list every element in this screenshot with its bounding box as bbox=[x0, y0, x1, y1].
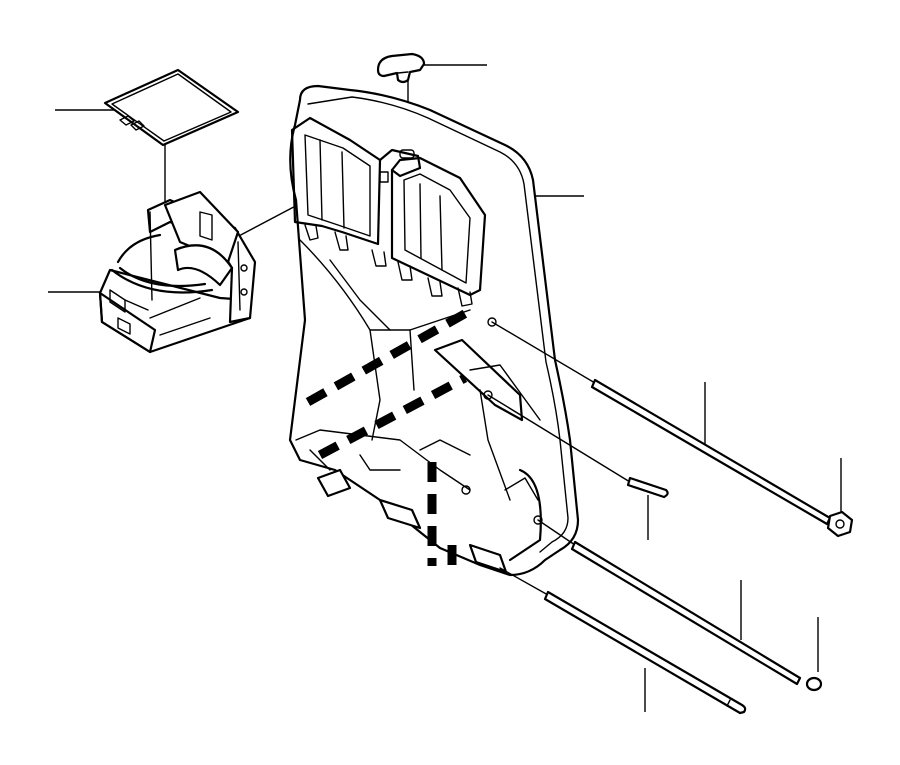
assembly-dashes bbox=[305, 308, 471, 572]
cup-holder bbox=[98, 190, 257, 354]
hardware bbox=[487, 321, 854, 715]
rod-lower bbox=[499, 567, 747, 715]
cap bbox=[805, 676, 823, 692]
rod-middle bbox=[537, 519, 802, 686]
rod-upper bbox=[491, 321, 832, 526]
cover-plate bbox=[103, 68, 240, 147]
knob bbox=[376, 52, 426, 84]
dash-line-middle bbox=[317, 374, 468, 459]
pin bbox=[487, 394, 669, 499]
nut bbox=[826, 510, 854, 538]
